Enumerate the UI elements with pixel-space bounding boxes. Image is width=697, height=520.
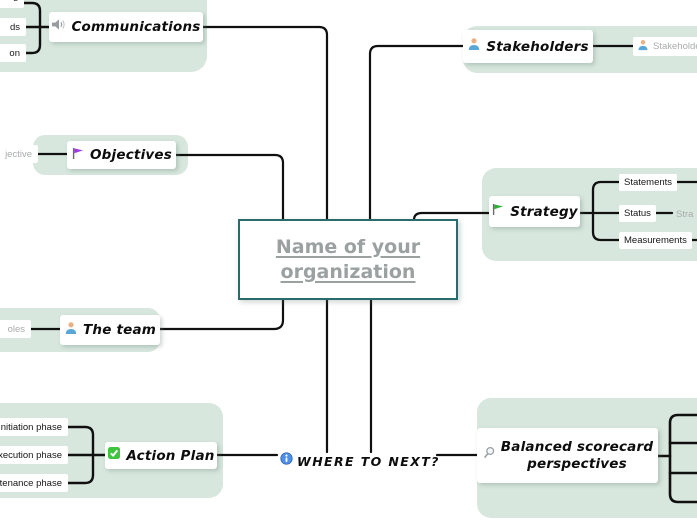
central-topic[interactable]: Name of your organization bbox=[238, 219, 458, 300]
subtopic-status[interactable]: Status bbox=[619, 205, 656, 222]
green-flag-icon bbox=[491, 202, 505, 221]
topic-stakeholders-label: Stakeholders bbox=[486, 38, 589, 55]
person-icon bbox=[64, 321, 78, 340]
subtopic-communications-child-2[interactable]: ds bbox=[0, 18, 26, 36]
topic-where-to-next[interactable]: WHERE TO NEXT? bbox=[280, 450, 440, 472]
subtopic-measurements[interactable]: Measurements bbox=[619, 232, 692, 249]
topic-balanced-scorecard[interactable]: Balanced scorecard perspectives bbox=[477, 428, 658, 483]
topic-strategy-label: Strategy bbox=[510, 203, 578, 220]
purple-flag-icon bbox=[71, 146, 85, 165]
subtopic-initiation-phase[interactable]: Initiation phase bbox=[0, 418, 68, 436]
topic-strategy[interactable]: Strategy bbox=[489, 196, 580, 227]
subtopic-objective-fragment[interactable]: jective bbox=[0, 145, 38, 163]
topic-where-to-next-label: WHERE TO NEXT? bbox=[297, 453, 440, 469]
topic-objectives[interactable]: Objectives bbox=[67, 141, 176, 169]
subtopic-stakeholder[interactable]: Stakeholder bbox=[633, 37, 697, 56]
subtopic-communications-child-1[interactable]: s bbox=[0, 0, 24, 8]
subtopic-status-child-fragment[interactable]: Stra bbox=[676, 208, 694, 220]
central-topic-label-line1: Name of your bbox=[275, 235, 421, 258]
central-topic-label-line2: organization bbox=[280, 260, 416, 283]
topic-action-plan[interactable]: Action Plan bbox=[105, 442, 217, 469]
topic-objectives-label: Objectives bbox=[90, 147, 172, 163]
topic-action-plan-label: Action Plan bbox=[126, 447, 215, 464]
person-icon bbox=[637, 39, 649, 54]
topic-communications[interactable]: Communications bbox=[49, 12, 203, 42]
person-icon bbox=[467, 37, 481, 56]
subtopic-statements[interactable]: Statements bbox=[619, 174, 678, 191]
topic-the-team-label: The team bbox=[82, 322, 157, 338]
topic-balanced-scorecard-label-line1: Balanced scorecard bbox=[500, 438, 654, 455]
subtopic-maintenance-phase[interactable]: tenance phase bbox=[0, 474, 68, 492]
topic-balanced-scorecard-label-line2: perspectives bbox=[527, 455, 627, 472]
topic-communications-label: Communications bbox=[71, 19, 201, 35]
subtopic-roles-fragment[interactable]: oles bbox=[0, 320, 31, 338]
info-icon bbox=[280, 452, 293, 470]
topic-stakeholders[interactable]: Stakeholders bbox=[463, 30, 593, 63]
subtopic-execution-phase[interactable]: xecution phase bbox=[0, 446, 68, 464]
speaker-icon bbox=[51, 17, 66, 37]
green-check-icon bbox=[107, 446, 121, 465]
topic-the-team[interactable]: The team bbox=[60, 315, 160, 345]
magnifier-icon bbox=[482, 446, 496, 465]
subtopic-communications-child-3[interactable]: on bbox=[0, 44, 26, 62]
